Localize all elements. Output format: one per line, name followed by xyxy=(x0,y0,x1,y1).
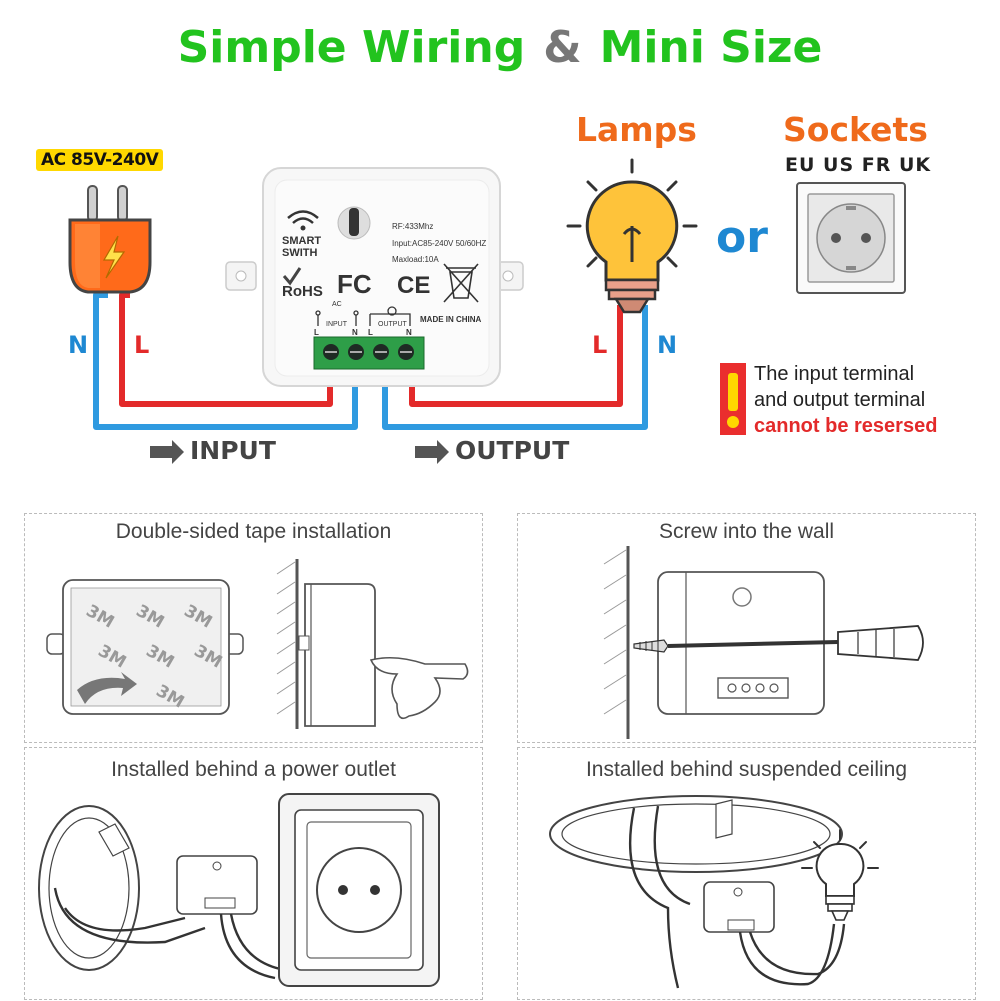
wire-input-live xyxy=(119,292,333,407)
voltage-badge: AC 85V-240V xyxy=(36,149,164,171)
output-arrow-icon xyxy=(415,440,449,464)
screw-illustration xyxy=(603,546,924,739)
panel-title-screw: Screw into the wall xyxy=(658,520,835,543)
or-label: or xyxy=(716,212,768,263)
wire-label-l-left: L xyxy=(134,331,150,359)
warning-icon xyxy=(720,363,746,435)
warning-line3: cannot be resersed xyxy=(754,415,938,437)
wire-label-l-right: L xyxy=(592,331,608,359)
wire-input-neutral xyxy=(93,292,358,430)
output-terminal-label: OUTPUT xyxy=(378,321,408,328)
wire-output-neutral xyxy=(382,305,648,430)
wire-label-n-right: N xyxy=(657,331,678,359)
title-amp: & xyxy=(543,22,582,73)
panel-screw-wall: Screw into the wall xyxy=(517,513,976,743)
smart-switch-device xyxy=(225,167,524,387)
outlet-illustration xyxy=(38,793,440,987)
term-n2: N xyxy=(406,328,412,337)
term-l2: L xyxy=(368,328,373,337)
device-brand-line1: SMART xyxy=(282,235,321,247)
wire-output-live xyxy=(409,305,623,407)
sockets-label: Sockets xyxy=(783,110,928,149)
page-title: Simple Wiring&Mini Size xyxy=(0,22,1000,73)
fc-mark: FC xyxy=(337,269,372,299)
title-part2: Mini Size xyxy=(599,22,823,73)
ce-mark: CE xyxy=(397,272,430,299)
input-flow-label: INPUT xyxy=(190,436,276,465)
device-input-spec: Input:AC85-240V 50/60HZ xyxy=(392,239,486,248)
panel-title-tape: Double-sided tape installation xyxy=(115,520,392,543)
warning-line2: and output terminal xyxy=(754,389,926,411)
input-terminal-label: INPUT xyxy=(326,321,348,328)
device-maxload: Maxload:10A xyxy=(392,255,439,264)
wiring-diagram: SMART SWITH RF:433Mhz Input:AC85-240V 50… xyxy=(68,158,906,464)
panel-title-ceiling: Installed behind suspended ceiling xyxy=(585,758,908,781)
voltage-badge-text: AC 85V-240V xyxy=(36,149,164,171)
panel-tape-installation: Double-sided tape installation 3M 3M 3M … xyxy=(24,513,483,743)
term-l1: L xyxy=(314,328,319,337)
panel-power-outlet: Installed behind a power outlet xyxy=(24,747,483,1000)
input-arrow-icon xyxy=(150,440,184,464)
panel-title-outlet: Installed behind a power outlet xyxy=(111,758,396,781)
device-brand-line2: SWITH xyxy=(282,247,317,259)
warning-line1: The input terminal xyxy=(754,363,915,385)
power-plug-icon xyxy=(68,185,152,294)
lamps-label: Lamps xyxy=(576,110,697,149)
tape-illustration: 3M 3M 3M 3M 3M 3M 3M xyxy=(46,559,469,729)
output-flow-label: OUTPUT xyxy=(455,436,570,465)
ac-label: AC xyxy=(332,301,342,308)
title-part1: Simple Wiring xyxy=(177,22,526,73)
panel-suspended-ceiling: Installed behind suspended ceiling xyxy=(517,747,976,1000)
term-n1: N xyxy=(352,328,358,337)
socket-icon xyxy=(796,182,906,294)
wire-label-n-left: N xyxy=(68,331,89,359)
lamp-icon xyxy=(566,158,698,314)
rohs-mark: RoHS xyxy=(282,283,323,300)
socket-types: EU US FR UK xyxy=(785,154,932,176)
ceiling-illustration xyxy=(549,795,879,989)
weee-bin-icon xyxy=(443,263,479,303)
device-rf: RF:433Mhz xyxy=(392,222,433,231)
warning-text: The input terminal and output terminal c… xyxy=(754,361,937,439)
made-in-china: MADE IN CHINA xyxy=(420,315,482,324)
